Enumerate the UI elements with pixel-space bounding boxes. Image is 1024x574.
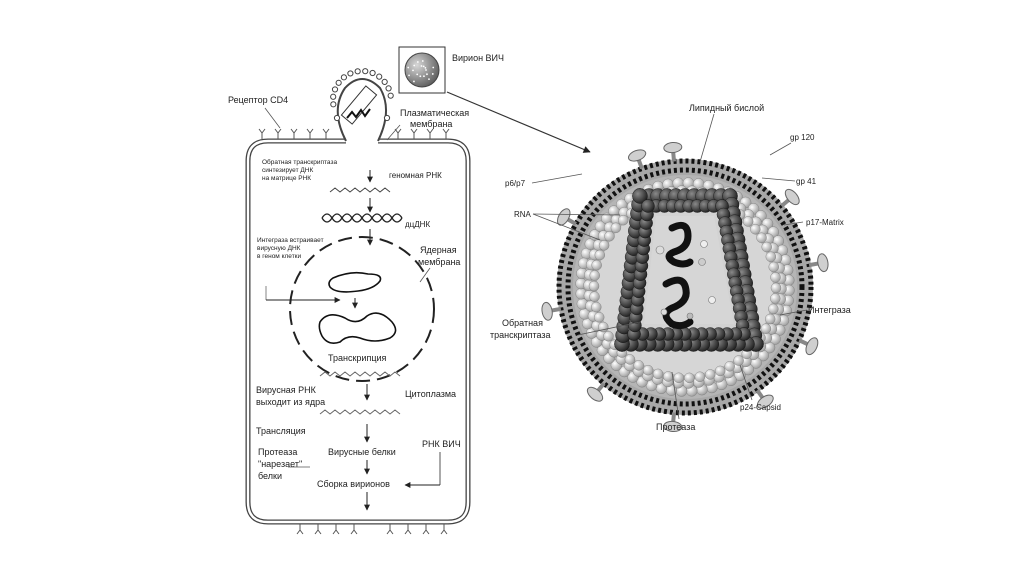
translation-label: Трансляция: [256, 426, 306, 436]
budding-virion: [331, 69, 394, 141]
host-cell: Рецептор CD4 Плазматическая мембрана Обр…: [228, 69, 469, 534]
bottom-receptors: [297, 524, 447, 534]
viral-rna-strand: [320, 410, 400, 414]
gp41-label: gp 41: [796, 177, 817, 186]
receptor-label: Рецептор CD4: [228, 95, 288, 105]
viral-proteins-label: Вирусные белки: [328, 447, 396, 457]
virion-inset-label: Вирион ВИЧ: [452, 53, 504, 63]
protease-label: Протеаза: [656, 422, 695, 432]
assembly-label: Сборка вирионов: [317, 479, 390, 489]
p24-label: p24-Capsid: [740, 403, 781, 412]
nuclear-membrane-label-2: мембрана: [418, 257, 460, 267]
integrase-note-2: вирусную ДНК: [257, 245, 301, 252]
dsdna-helix: [322, 214, 402, 222]
zoom-arrow: [447, 92, 590, 152]
protease-note-2: "нарезает": [258, 459, 302, 469]
genomic-rna-strand: [330, 188, 390, 192]
chromatin-2: [319, 313, 395, 343]
integrase-note-1: Интеграза встраивает: [257, 237, 324, 244]
virion-inset: Вирион ВИЧ: [399, 47, 504, 93]
membrane-label-2: мембрана: [410, 119, 452, 129]
dsdna-label: дцДНК: [405, 220, 430, 229]
protease-note-3: белки: [258, 471, 282, 481]
rna-label: RNA: [514, 210, 532, 219]
rt-note-1: Обратная транскриптаза: [262, 158, 337, 166]
protease-note-1: Протеаза: [258, 447, 297, 457]
hiv-rna-label: РНК ВИЧ: [422, 439, 461, 449]
nuclear-membrane-label-1: Ядерная: [420, 245, 457, 255]
rt-label-1: Обратная: [502, 318, 543, 328]
genomic-rna-label: геномная РНК: [389, 171, 442, 180]
p6p7-label: p6/p7: [505, 179, 526, 188]
viral-rna-exits-2: выходит из ядра: [256, 397, 325, 407]
integrase-note-3: в геном клетки: [257, 253, 302, 260]
viral-rna-exits-1: Вирусная РНК: [256, 385, 317, 395]
rt-note-2: синтезирует ДНК: [262, 167, 313, 174]
rt-label-2: транскриптаза: [490, 330, 551, 340]
gp120-label: gp 120: [790, 133, 815, 142]
hiv-virion: [541, 142, 830, 432]
rt-note-3: на матрице РНК: [262, 175, 311, 182]
integrase-label: Интеграза: [808, 305, 851, 315]
lipid-bilayer-label: Липидный бислой: [689, 103, 764, 113]
membrane-label-1: Плазматическая: [400, 108, 469, 118]
chromatin-1: [329, 273, 381, 292]
p17-label: p17-Matrix: [806, 218, 844, 227]
transcription-label: Транскрипция: [328, 353, 386, 363]
cytoplasm-label: Цитоплазма: [405, 389, 456, 399]
